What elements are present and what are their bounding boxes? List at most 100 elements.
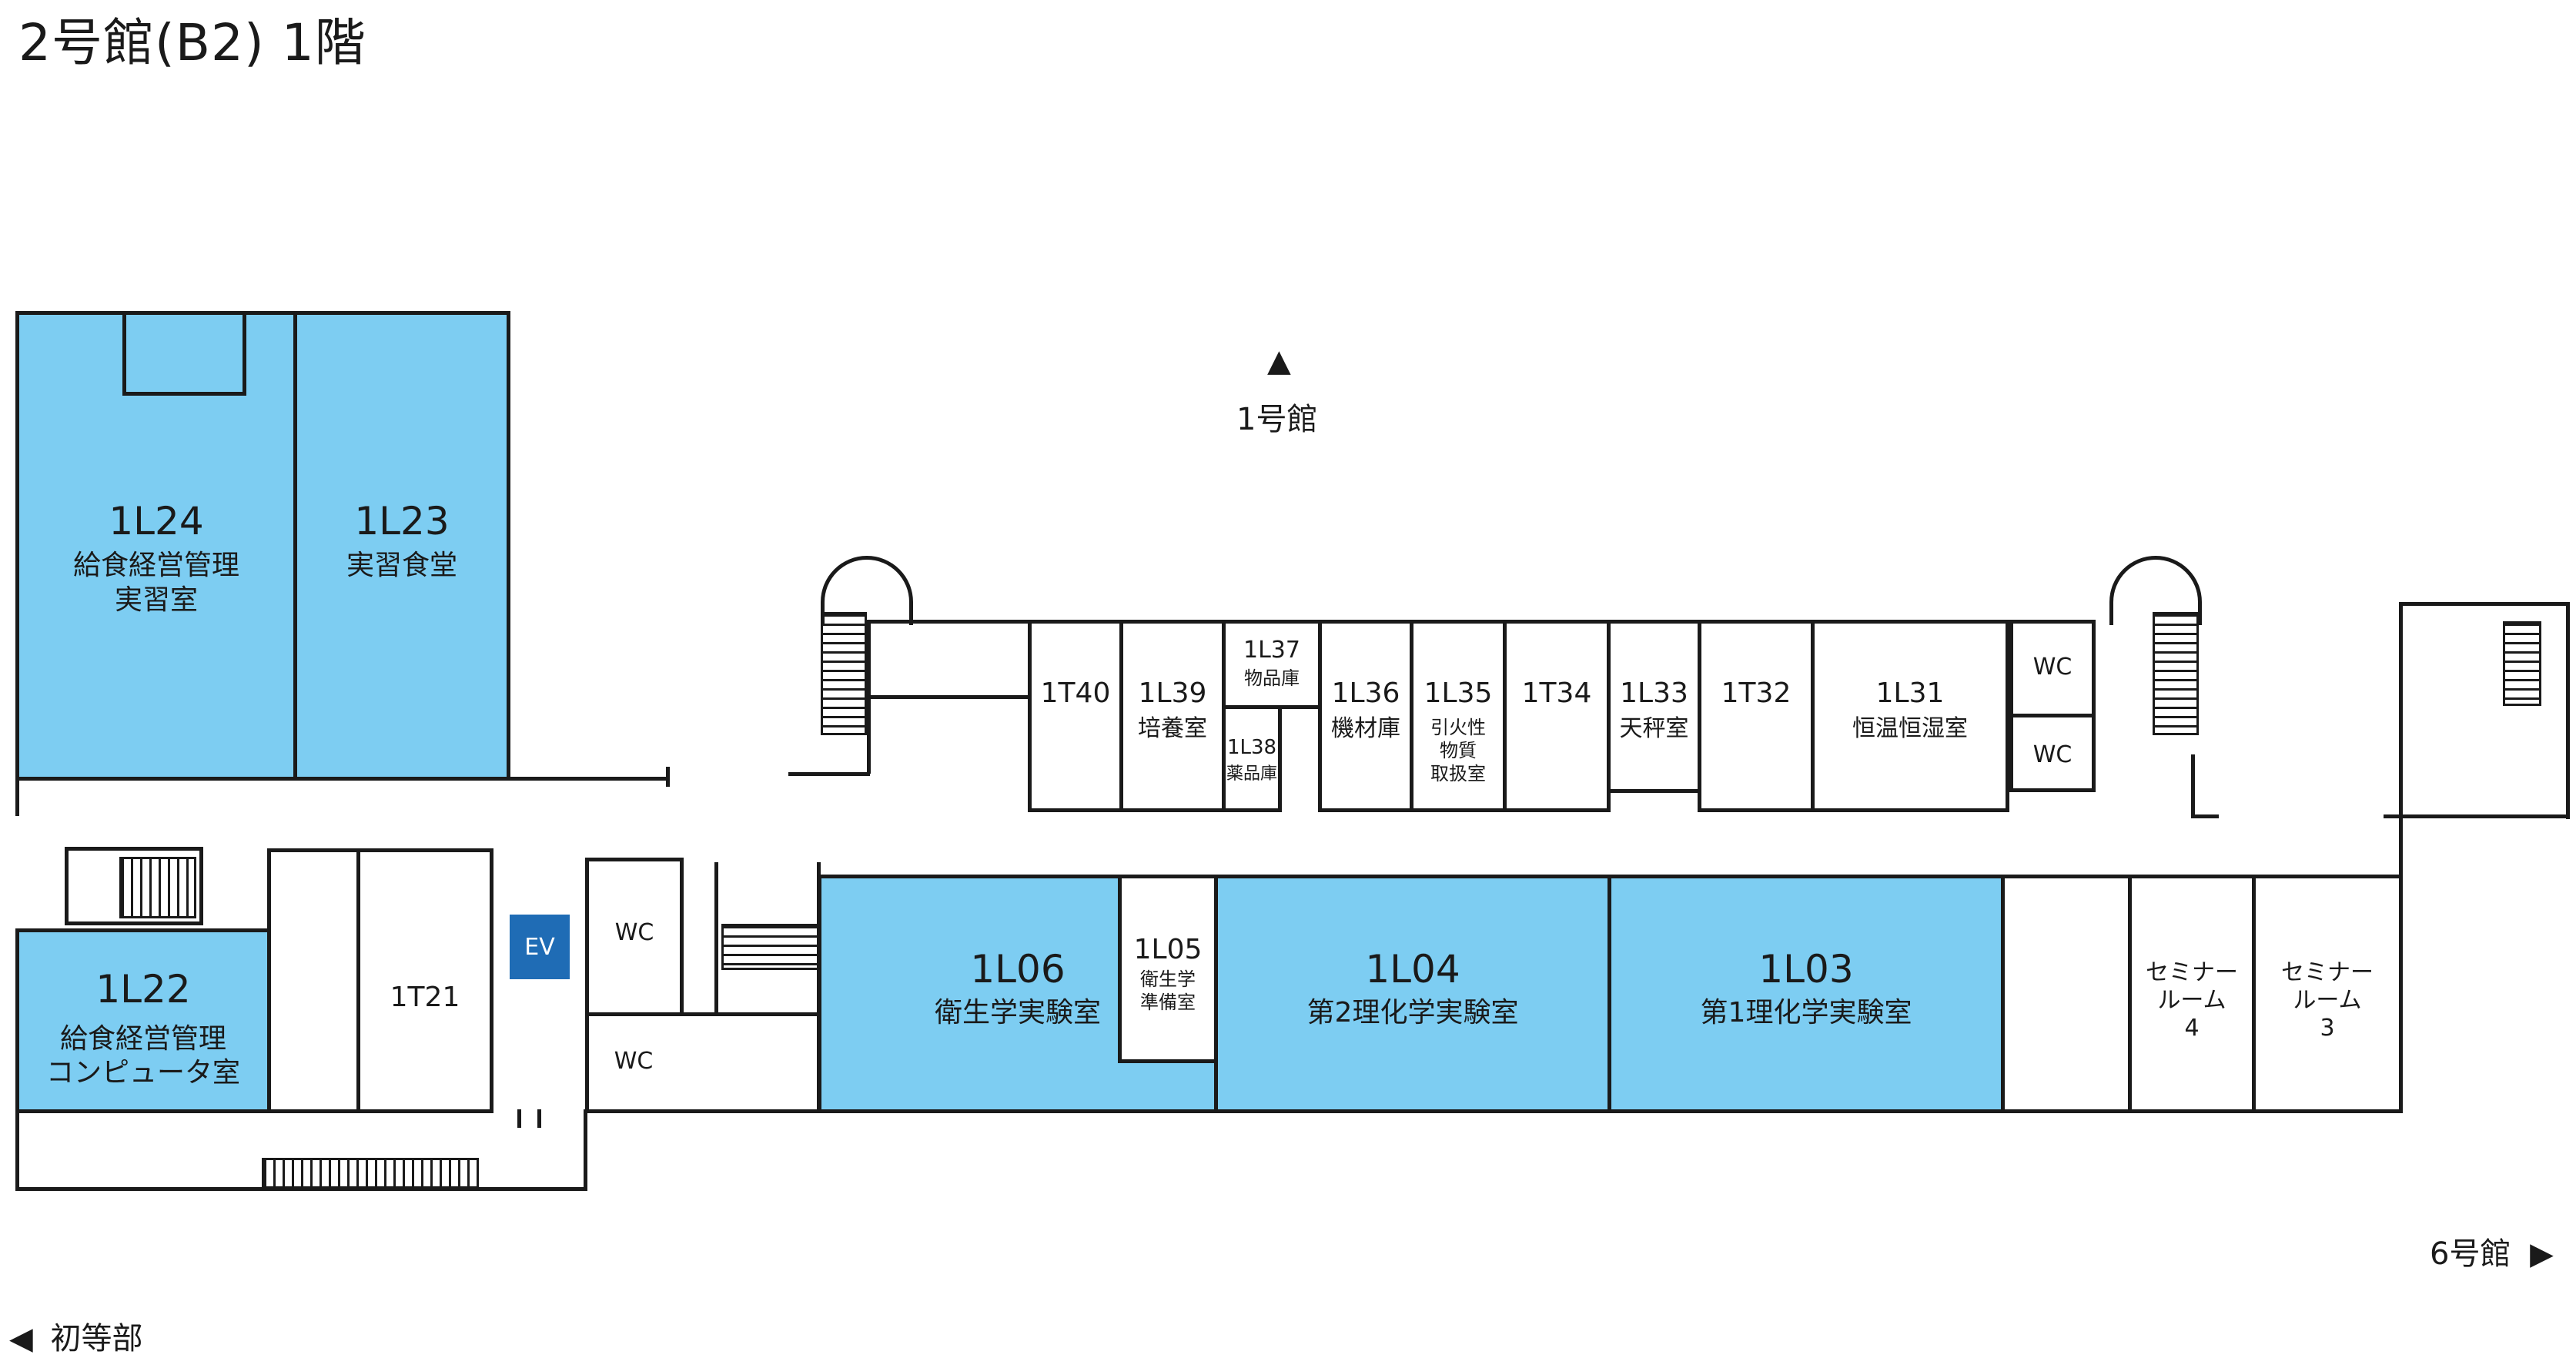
stair-steps-icon <box>821 612 867 735</box>
room-name: 給食経営管理 <box>72 550 239 581</box>
room-1l22[interactable]: 1L22 給食経営管理 コンピュータ室 <box>15 928 271 1113</box>
wc-room[interactable]: WC <box>2009 714 2096 792</box>
storage-room[interactable] <box>267 848 360 1113</box>
room-name: セミナー <box>2146 959 2238 986</box>
room-code: 1L05 <box>1133 934 1203 965</box>
wall <box>122 392 246 396</box>
wall <box>666 767 670 787</box>
room-1l38[interactable]: 1L38 薬品庫 <box>1222 705 1282 812</box>
room-name: 培養室 <box>1138 715 1207 742</box>
room-1t21[interactable]: 1T21 <box>356 848 493 1113</box>
room-code: 1T21 <box>390 982 460 1013</box>
wall <box>15 778 19 816</box>
stair-steps-icon <box>119 857 196 918</box>
room-1l23[interactable]: 1L23 実習食堂 <box>293 311 510 781</box>
spiral-stair-west <box>821 556 913 625</box>
wall <box>517 1109 521 1128</box>
wall <box>537 1109 541 1128</box>
wc-room[interactable]: WC <box>585 858 684 1016</box>
room-name: 実習室 <box>114 584 198 616</box>
wall <box>584 1109 587 1191</box>
room-name: 4 <box>2184 1015 2200 1042</box>
room-1t32[interactable]: 1T32 <box>1698 620 1815 812</box>
room-name: 3 <box>2320 1015 2335 1042</box>
room-1l39[interactable]: 1L39 培養室 <box>1119 620 1226 812</box>
building-6-link[interactable]: 6号館 ▶ <box>2430 1229 2554 1273</box>
room-name: 第1理化学実験室 <box>1700 997 1912 1029</box>
room-code: 1L35 <box>1423 677 1493 709</box>
room-seminar-3[interactable]: セミナー ルーム 3 <box>2252 875 2403 1113</box>
room-name: コンピュータ室 <box>45 1057 240 1089</box>
room-code: 1L23 <box>354 499 450 544</box>
room-name: 恒温恒湿室 <box>1852 715 1968 742</box>
unlabeled-room[interactable] <box>2001 875 2132 1113</box>
room-code: 1L36 <box>1331 677 1400 709</box>
room-1l03[interactable]: 1L03 第1理化学実験室 <box>1607 875 2005 1113</box>
room-1l37[interactable]: 1L37 物品庫 <box>1222 620 1322 709</box>
wall <box>788 772 870 776</box>
corridor-wall <box>870 620 1032 624</box>
room-name: 機材庫 <box>1331 715 1400 742</box>
wall <box>122 311 126 396</box>
stair-steps-icon <box>2153 612 2199 735</box>
wall <box>15 1109 19 1191</box>
room-name: 実習食堂 <box>346 550 457 581</box>
corridor-wall <box>15 777 670 781</box>
elementary-label: 初等部 <box>50 1321 143 1356</box>
room-code: 1L04 <box>1365 947 1460 992</box>
page-title: 2号館(B2) 1階 <box>18 13 366 72</box>
room-name: 天秤室 <box>1619 715 1689 742</box>
stairs-west <box>65 847 203 925</box>
room-code: 1L06 <box>970 947 1066 992</box>
wc-label: WC <box>614 919 654 946</box>
room-code: 1L39 <box>1138 677 1207 709</box>
room-name: 取扱室 <box>1430 763 1486 784</box>
room-1l36[interactable]: 1L36 機材庫 <box>1318 620 1413 812</box>
room-name: ルーム <box>2157 987 2226 1014</box>
room-1t40[interactable]: 1T40 <box>1028 620 1123 812</box>
wall <box>867 620 871 774</box>
room-1l33[interactable]: 1L33 天秤室 <box>1607 620 1701 793</box>
room-name: ルーム <box>2293 987 2362 1014</box>
room-1l04[interactable]: 1L04 第2理化学実験室 <box>1214 875 1611 1113</box>
room-name: 物品庫 <box>1244 667 1300 689</box>
room-name: 衛生学 <box>1140 968 1196 990</box>
stair-steps-icon <box>721 924 821 970</box>
left-arrow-icon: ◀ <box>9 1321 33 1356</box>
room-name: 準備室 <box>1140 992 1196 1013</box>
wall <box>2384 814 2568 818</box>
wc-room[interactable]: WC <box>585 1012 821 1113</box>
room-1t34[interactable]: 1T34 <box>1503 620 1611 812</box>
room-code: 1L22 <box>95 967 191 1012</box>
room-1l35[interactable]: 1L35 引火性 物質 取扱室 <box>1410 620 1507 812</box>
room-seminar-4[interactable]: セミナー ルーム 4 <box>2128 875 2256 1113</box>
room-1l05[interactable]: 1L05 衛生学 準備室 <box>1118 875 1218 1063</box>
room-name: 物質 <box>1440 740 1477 761</box>
elementary-link[interactable]: ◀ 初等部 <box>9 1313 142 1358</box>
room-code: 1L33 <box>1620 677 1688 709</box>
wall <box>2191 814 2219 818</box>
room-name: セミナー <box>2281 959 2374 986</box>
corridor-wall <box>870 695 1032 699</box>
stair-steps-icon <box>262 1158 479 1189</box>
room-code: 1T32 <box>1721 677 1791 709</box>
room-1l31[interactable]: 1L31 恒温恒湿室 <box>1811 620 2009 812</box>
wall <box>2399 814 2403 1113</box>
room-code: 1L24 <box>109 499 204 544</box>
corridor-wall <box>15 1187 587 1191</box>
room-name: 第2理化学実験室 <box>1306 997 1519 1029</box>
room-1l24[interactable]: 1L24 給食経営管理 実習室 <box>15 311 297 781</box>
east-stair-block <box>2399 602 2570 819</box>
room-code: 1L31 <box>1875 677 1945 709</box>
room-code: 1T34 <box>1521 677 1592 709</box>
elevator[interactable]: EV <box>510 915 570 979</box>
wc-room[interactable]: WC <box>2009 620 2096 717</box>
building-6-label: 6号館 <box>2430 1236 2511 1272</box>
room-name: 薬品庫 <box>1226 764 1277 784</box>
room-code: 1L37 <box>1243 637 1300 664</box>
wc-label: WC <box>2032 654 2073 681</box>
room-name: 引火性 <box>1430 717 1486 738</box>
room-code: 1L38 <box>1226 736 1277 759</box>
building-1-link[interactable]: 1号館 <box>1236 402 1318 437</box>
